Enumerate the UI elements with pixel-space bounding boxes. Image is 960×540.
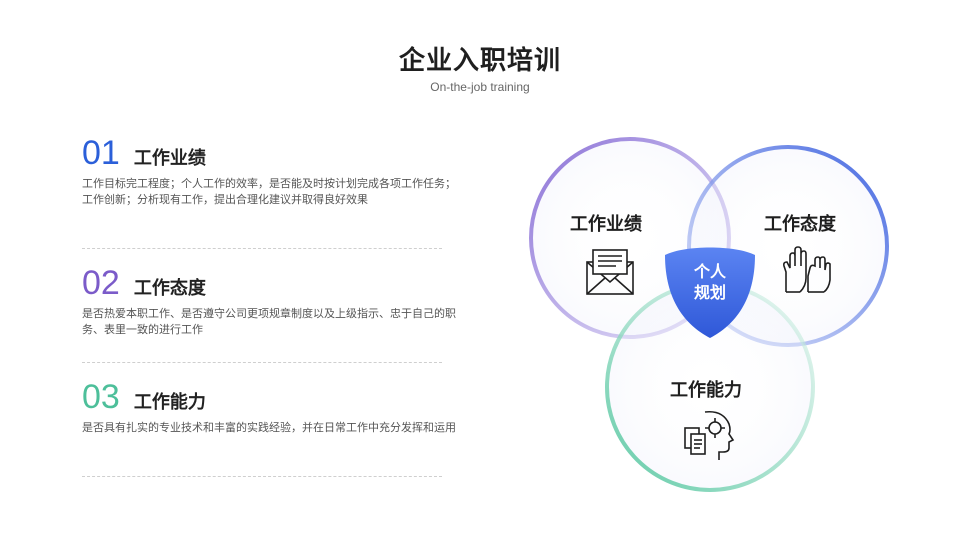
divider <box>82 476 442 477</box>
raised-hands-icon <box>783 246 831 293</box>
item-number: 01 <box>82 134 120 172</box>
list-item-performance: 01 工作业绩 工作目标完工程度；个人工作的效率，是否能及时按计划完成各项工作任… <box>82 136 462 208</box>
envelope-icon <box>586 249 634 295</box>
item-description: 是否具有扎实的专业技术和丰富的实践经验，并在日常工作中充分发挥和运用 <box>82 421 456 434</box>
center-label-line2: 规划 <box>693 283 726 302</box>
item-title: 工作业绩 <box>133 148 206 169</box>
item-number: 03 <box>82 378 120 416</box>
circle-label-ability: 工作能力 <box>670 380 742 401</box>
item-description: 是否热爱本职工作、是否遵守公司更项规章制度以及上级指示、忠于自己的职务、表里一致… <box>82 307 456 336</box>
venn-svg <box>529 137 889 492</box>
divider <box>82 248 442 249</box>
item-description: 工作目标完工程度；个人工作的效率，是否能及时按计划完成各项工作任务；工作创新；分… <box>82 177 456 206</box>
center-shield <box>665 247 755 338</box>
center-label: 个人 规划 <box>680 261 740 303</box>
item-title: 工作态度 <box>133 278 206 299</box>
item-number: 02 <box>82 264 120 302</box>
list-item-ability: 03 工作能力 是否具有扎实的专业技术和丰富的实践经验，并在日常工作中充分发挥和… <box>82 380 462 436</box>
head-documents-icon <box>684 410 735 460</box>
venn-diagram: 工作业绩 工作态度 工作能力 个人 规划 <box>520 125 900 505</box>
circle-label-performance: 工作业绩 <box>570 214 642 235</box>
list-item-attitude: 02 工作态度 是否热爱本职工作、是否遵守公司更项规章制度以及上级指示、忠于自己… <box>82 266 462 338</box>
center-label-line1: 个人 <box>693 262 726 281</box>
divider <box>82 362 442 363</box>
circle-label-attitude: 工作态度 <box>764 214 836 235</box>
page-title: 企业入职培训 <box>398 46 561 76</box>
item-title: 工作能力 <box>133 392 206 413</box>
page-subtitle: On-the-job training <box>430 80 530 94</box>
